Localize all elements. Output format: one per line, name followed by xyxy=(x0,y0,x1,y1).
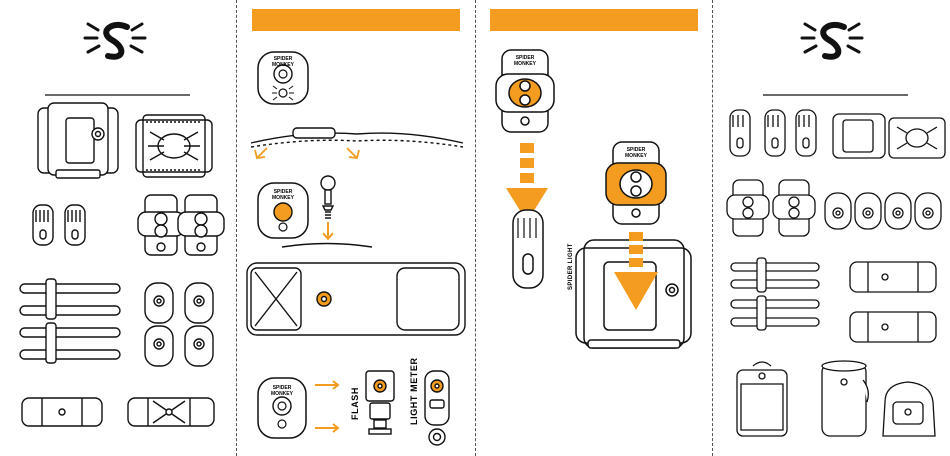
strap-set-right xyxy=(731,258,819,330)
clip-small xyxy=(513,210,543,288)
clip-trio xyxy=(730,110,816,156)
adapter-double-2 xyxy=(178,195,224,255)
flash-unit xyxy=(366,371,394,434)
pouch-pair-right xyxy=(850,262,936,342)
pad-single-row xyxy=(825,193,941,229)
curved-mount-plate xyxy=(251,128,463,147)
plate-edge xyxy=(282,244,372,248)
panel-step-clip: SPIDER MONKEY SPIDER MONKEY xyxy=(476,0,712,456)
contents-right-illustration xyxy=(713,0,950,456)
holster-and-plate xyxy=(833,114,945,158)
pouch-small xyxy=(22,398,102,426)
holster-large xyxy=(38,103,118,178)
adapter-double-pair xyxy=(727,180,815,236)
spider-monkey-logo-right xyxy=(802,24,862,57)
bag-square xyxy=(737,362,787,436)
badge2-line2: MONKEY xyxy=(272,195,295,201)
bend-arrow-right-icon xyxy=(347,148,359,158)
adapter-right-line2: MONKEY xyxy=(625,153,648,159)
badge3-line2: MONKEY xyxy=(271,391,294,397)
spider-mount-plate xyxy=(136,115,212,177)
adapter-double-1 xyxy=(138,195,184,255)
adapter-step-illustration: SPIDER MONKEY SPIDER MONKEY xyxy=(237,0,475,456)
holster-wrap-open xyxy=(247,263,465,335)
bag-rounded xyxy=(883,382,935,436)
panel-step-adapter: SPIDER MONKEY SPIDER MONKEY xyxy=(237,0,475,456)
arrow-to-flash-icon xyxy=(315,381,338,389)
ball-head-screw xyxy=(321,176,335,218)
flash-label: FLASH xyxy=(350,387,360,420)
light-meter-unit xyxy=(425,371,449,445)
pouch-large xyxy=(128,398,214,426)
arrow-to-light-meter-icon xyxy=(315,424,338,432)
bag-tall xyxy=(822,361,868,436)
adapter-top-line2: MONKEY xyxy=(514,61,537,67)
clip-side-text: SPIDER LIGHT xyxy=(568,243,574,290)
clip-small-1 xyxy=(33,205,53,245)
clip-small-2 xyxy=(65,205,85,245)
badge1-line2: MONKEY xyxy=(272,62,295,68)
down-arrow-icon xyxy=(323,222,333,239)
strap-set xyxy=(20,279,120,363)
spider-monkey-logo xyxy=(85,24,145,57)
bend-arrow-left-icon xyxy=(255,148,267,158)
clip-step-illustration: SPIDER MONKEY SPIDER MONKEY xyxy=(476,0,712,456)
panel-contents-left xyxy=(0,0,236,456)
contents-left-illustration xyxy=(0,0,236,456)
panel-contents-right xyxy=(713,0,950,456)
light-meter-label: LIGHT METER xyxy=(409,357,419,425)
pad-single-set xyxy=(145,283,213,366)
